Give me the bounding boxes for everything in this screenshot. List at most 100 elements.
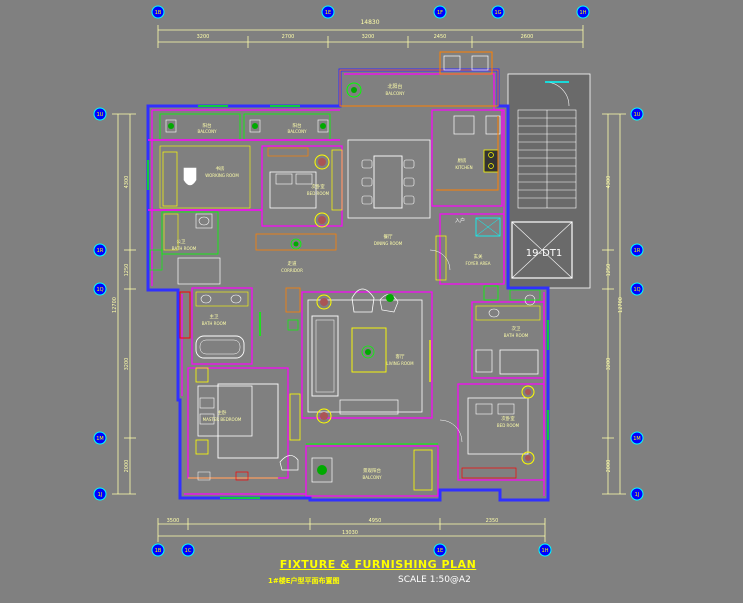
grid-left-1: 1U	[97, 112, 104, 118]
room-bed-right-en: BED ROOM	[497, 423, 520, 428]
grid-top-1: 1B	[155, 10, 162, 16]
nw-balconies	[148, 113, 340, 141]
room-bed-top-cn: 次卧室	[311, 183, 325, 190]
room-working-cn: 书房	[216, 165, 225, 172]
room-corridor-cn: 走道	[288, 260, 297, 267]
grid-right-5: 1J	[635, 492, 640, 498]
room-balcony-nw1-en: BALCONY	[197, 129, 217, 134]
room-balcony-n-cn: 北阳台	[387, 83, 402, 90]
grid-top-2: 1E	[325, 10, 331, 16]
grid-bottom-1: 1B	[155, 548, 162, 554]
bottom-dim-1: 3500	[167, 518, 180, 524]
room-living-cn: 客厅	[396, 353, 405, 360]
room-balcony-s-cn: 景观阳台	[363, 467, 381, 474]
room-balcony-n-en: BALCONY	[385, 91, 405, 96]
grid-left-5: 1J	[98, 492, 103, 498]
room-bath3-en: BATH ROOM	[504, 333, 529, 338]
top-dim-4: 2450	[434, 34, 447, 40]
grid-left-4: 1M	[96, 436, 104, 442]
bottom-dim-2: 4950	[369, 518, 382, 524]
grid-left-2: 1R	[97, 248, 104, 254]
corridor	[255, 233, 337, 251]
grid-right-1: 1U	[634, 112, 641, 118]
right-dim-3: 3200	[606, 358, 612, 371]
grid-top-5: 1H	[580, 10, 587, 16]
bath-room-1	[149, 211, 221, 285]
room-working-en: WORKING ROOM	[205, 173, 239, 178]
top-dim-2: 2700	[282, 34, 295, 40]
bottom-dimensions	[157, 518, 546, 542]
entry-tag: 入户	[455, 217, 465, 224]
room-bath1-en: BATH ROOM	[172, 246, 197, 251]
master-bath-room	[179, 287, 253, 365]
bedroom-right	[439, 383, 545, 481]
working-room	[148, 145, 262, 211]
room-kitchen-cn: 厨房	[458, 157, 467, 164]
room-bed-right-cn: 次卧室	[501, 415, 515, 422]
right-dim-1: 4300	[606, 176, 612, 189]
right-total-dim: 12700	[618, 297, 624, 313]
bath-room-3	[471, 289, 545, 379]
elevator-label: 19-DT1	[526, 248, 563, 259]
room-master-cn: 主卧	[218, 409, 227, 416]
room-bath3-cn: 次卫	[512, 325, 521, 332]
top-dim-3: 3200	[362, 34, 375, 40]
room-balcony-s-en: BALCONY	[362, 475, 382, 480]
right-dim-4: 2000	[606, 460, 612, 473]
room-corridor-en: CORRIDOR	[281, 268, 303, 273]
top-total-dim: 14830	[360, 19, 379, 26]
room-dining-en: DINING ROOM	[374, 241, 403, 246]
left-dim-3: 3200	[124, 358, 130, 371]
left-dimensions	[112, 113, 136, 495]
top-dim-5: 2600	[521, 34, 534, 40]
room-bed-top-en: BED ROOM	[307, 191, 330, 196]
drawing-title: FIXTURE & FURNISHING PLAN	[279, 558, 477, 571]
grid-bubbles-left	[93, 107, 107, 501]
grid-bottom-4: 1H	[542, 548, 549, 554]
room-balcony-nw2-cn: 阳台	[293, 122, 302, 129]
foyer	[429, 213, 505, 301]
elevator	[511, 221, 573, 279]
room-foyer-cn: 玄关	[474, 253, 483, 260]
grid-left-3: 1Q	[96, 287, 103, 293]
drawing-scale: SCALE 1:50@A2	[398, 575, 471, 585]
room-bath2-en: BATH ROOM	[202, 321, 227, 326]
drawing-subtitle: 1#楼E户型平面布置图	[268, 577, 340, 585]
grid-bubbles-top	[151, 5, 590, 19]
room-kitchen-en: KITCHEN	[455, 165, 472, 170]
grid-right-3: 1Q	[633, 287, 640, 293]
room-foyer-en: FOYER AREA	[465, 261, 490, 266]
grid-bubbles-right	[630, 107, 644, 501]
living-room	[285, 287, 433, 424]
south-balcony	[305, 443, 439, 497]
master-bedroom	[187, 367, 301, 481]
bottom-dim-3: 2350	[486, 518, 499, 524]
room-master-en: MASTER BEDROOM	[203, 417, 242, 422]
room-balcony-nw1-cn: 阳台	[203, 122, 212, 129]
bedroom-top	[261, 145, 343, 228]
left-dim-2: 1250	[124, 264, 130, 277]
right-dim-2: 1250	[606, 264, 612, 277]
kitchen	[431, 109, 503, 207]
grid-right-4: 1M	[633, 436, 641, 442]
window-accents	[147, 105, 549, 499]
right-dimensions	[602, 113, 626, 495]
grid-top-4: 1G	[494, 10, 501, 16]
dining-room	[331, 139, 431, 219]
top-dim-1: 3200	[197, 34, 210, 40]
left-dim-1: 4300	[124, 176, 130, 189]
grid-bubbles-bottom	[151, 543, 552, 557]
left-total-dim: 12700	[112, 297, 118, 313]
left-dim-4: 2000	[124, 460, 130, 473]
grid-bottom-2: 1C	[185, 548, 192, 554]
outer-walls	[146, 68, 550, 502]
room-bath1-cn: 公卫	[177, 239, 186, 245]
room-living-en: LIVING ROOM	[386, 361, 414, 366]
grid-right-2: 1R	[634, 248, 641, 254]
top-dimensions	[157, 25, 584, 48]
bottom-total-dim: 13030	[342, 530, 358, 536]
north-balcony	[339, 51, 499, 107]
room-balcony-nw2-en: BALCONY	[287, 129, 307, 134]
room-dining-cn: 餐厅	[384, 233, 393, 240]
